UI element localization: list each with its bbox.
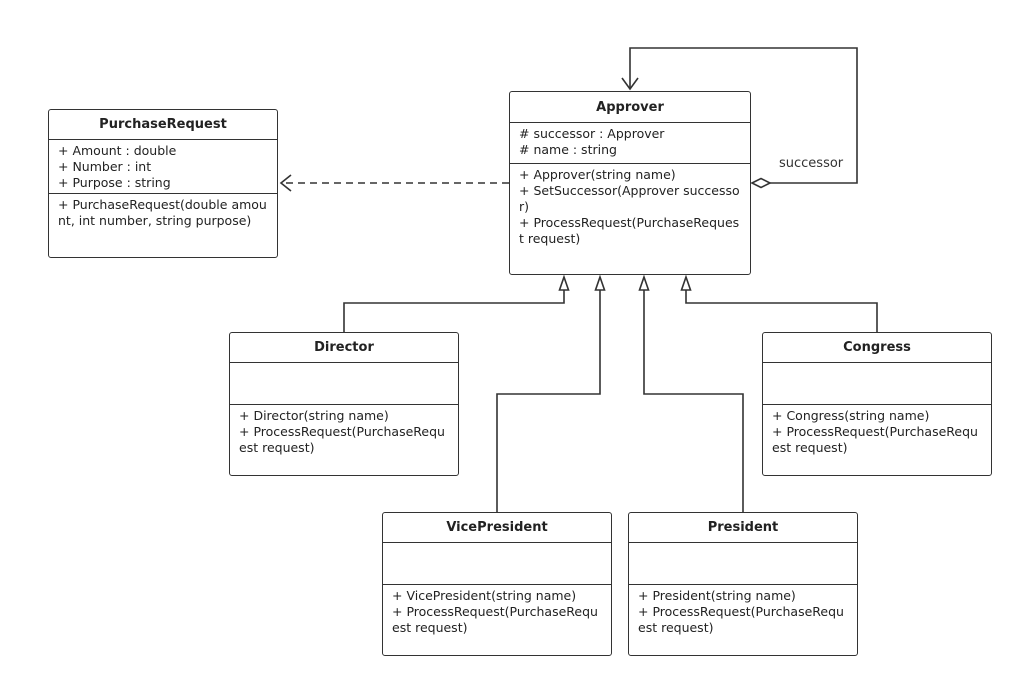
congress-generalization-line xyxy=(685,290,878,332)
class-president[interactable]: President + President(string name) + Pro… xyxy=(628,512,858,656)
method: + President(string name) xyxy=(638,588,796,603)
class-name: Director xyxy=(230,333,458,363)
aggregation-diamond xyxy=(750,177,772,189)
dependency-arrowhead xyxy=(279,174,292,192)
class-vicepresident[interactable]: VicePresident + VicePresident(string nam… xyxy=(382,512,612,656)
class-name: PurchaseRequest xyxy=(49,110,277,140)
vicepresident-generalization-arrowhead xyxy=(594,274,606,291)
methods-section: + Approver(string name) + SetSuccessor(A… xyxy=(510,164,750,250)
method: + Director(string name) xyxy=(239,408,389,423)
method: + SetSuccessor(Approver successor) xyxy=(519,183,740,214)
class-approver[interactable]: Approver # successor : Approver # name :… xyxy=(509,91,751,275)
attribute: # successor : Approver xyxy=(519,126,665,141)
attributes-section xyxy=(383,543,611,585)
vicepresident-generalization-line xyxy=(496,290,601,512)
class-name: Congress xyxy=(763,333,991,363)
method: + ProcessRequest(PurchaseRequest request… xyxy=(519,215,740,246)
method: + ProcessRequest(PurchaseRequest request… xyxy=(638,604,844,635)
class-name: Approver xyxy=(510,92,750,123)
method: + ProcessRequest(PurchaseRequest request… xyxy=(772,424,978,455)
attribute: + Amount : double xyxy=(58,143,177,158)
attributes-section: + Amount : double + Number : int + Purpo… xyxy=(49,140,277,194)
attributes-section: # successor : Approver # name : string xyxy=(510,123,750,164)
methods-section: + President(string name) + ProcessReques… xyxy=(629,585,857,639)
president-generalization-line xyxy=(643,290,744,512)
methods-section: + Director(string name) + ProcessRequest… xyxy=(230,405,458,459)
method: + VicePresident(string name) xyxy=(392,588,577,603)
class-purchaserequest[interactable]: PurchaseRequest + Amount : double + Numb… xyxy=(48,109,278,258)
method: + Congress(string name) xyxy=(772,408,930,423)
attributes-section xyxy=(763,363,991,405)
congress-generalization-arrowhead xyxy=(680,274,692,291)
attributes-section xyxy=(629,543,857,585)
class-congress[interactable]: Congress + Congress(string name) + Proce… xyxy=(762,332,992,476)
class-director[interactable]: Director + Director(string name) + Proce… xyxy=(229,332,459,476)
attribute: # name : string xyxy=(519,142,617,157)
methods-section: + Congress(string name) + ProcessRequest… xyxy=(763,405,991,459)
class-name: VicePresident xyxy=(383,513,611,543)
successor-arrowhead xyxy=(621,77,639,91)
attribute: + Purpose : string xyxy=(58,175,171,190)
director-generalization-arrowhead xyxy=(558,274,570,291)
president-generalization-arrowhead xyxy=(638,274,650,291)
successor-role-label: successor xyxy=(779,156,844,171)
methods-section: + PurchaseRequest(double amount, int num… xyxy=(49,194,277,232)
director-generalization-line xyxy=(343,290,565,332)
successor-association-line xyxy=(629,47,858,184)
attributes-section xyxy=(230,363,458,405)
methods-section: + VicePresident(string name) + ProcessRe… xyxy=(383,585,611,639)
attribute: + Number : int xyxy=(58,159,152,174)
method: + ProcessRequest(PurchaseRequest request… xyxy=(392,604,598,635)
class-name: President xyxy=(629,513,857,543)
method: + PurchaseRequest(double amount, int num… xyxy=(58,197,267,228)
method: + Approver(string name) xyxy=(519,167,676,182)
method: + ProcessRequest(PurchaseRequest request… xyxy=(239,424,445,455)
